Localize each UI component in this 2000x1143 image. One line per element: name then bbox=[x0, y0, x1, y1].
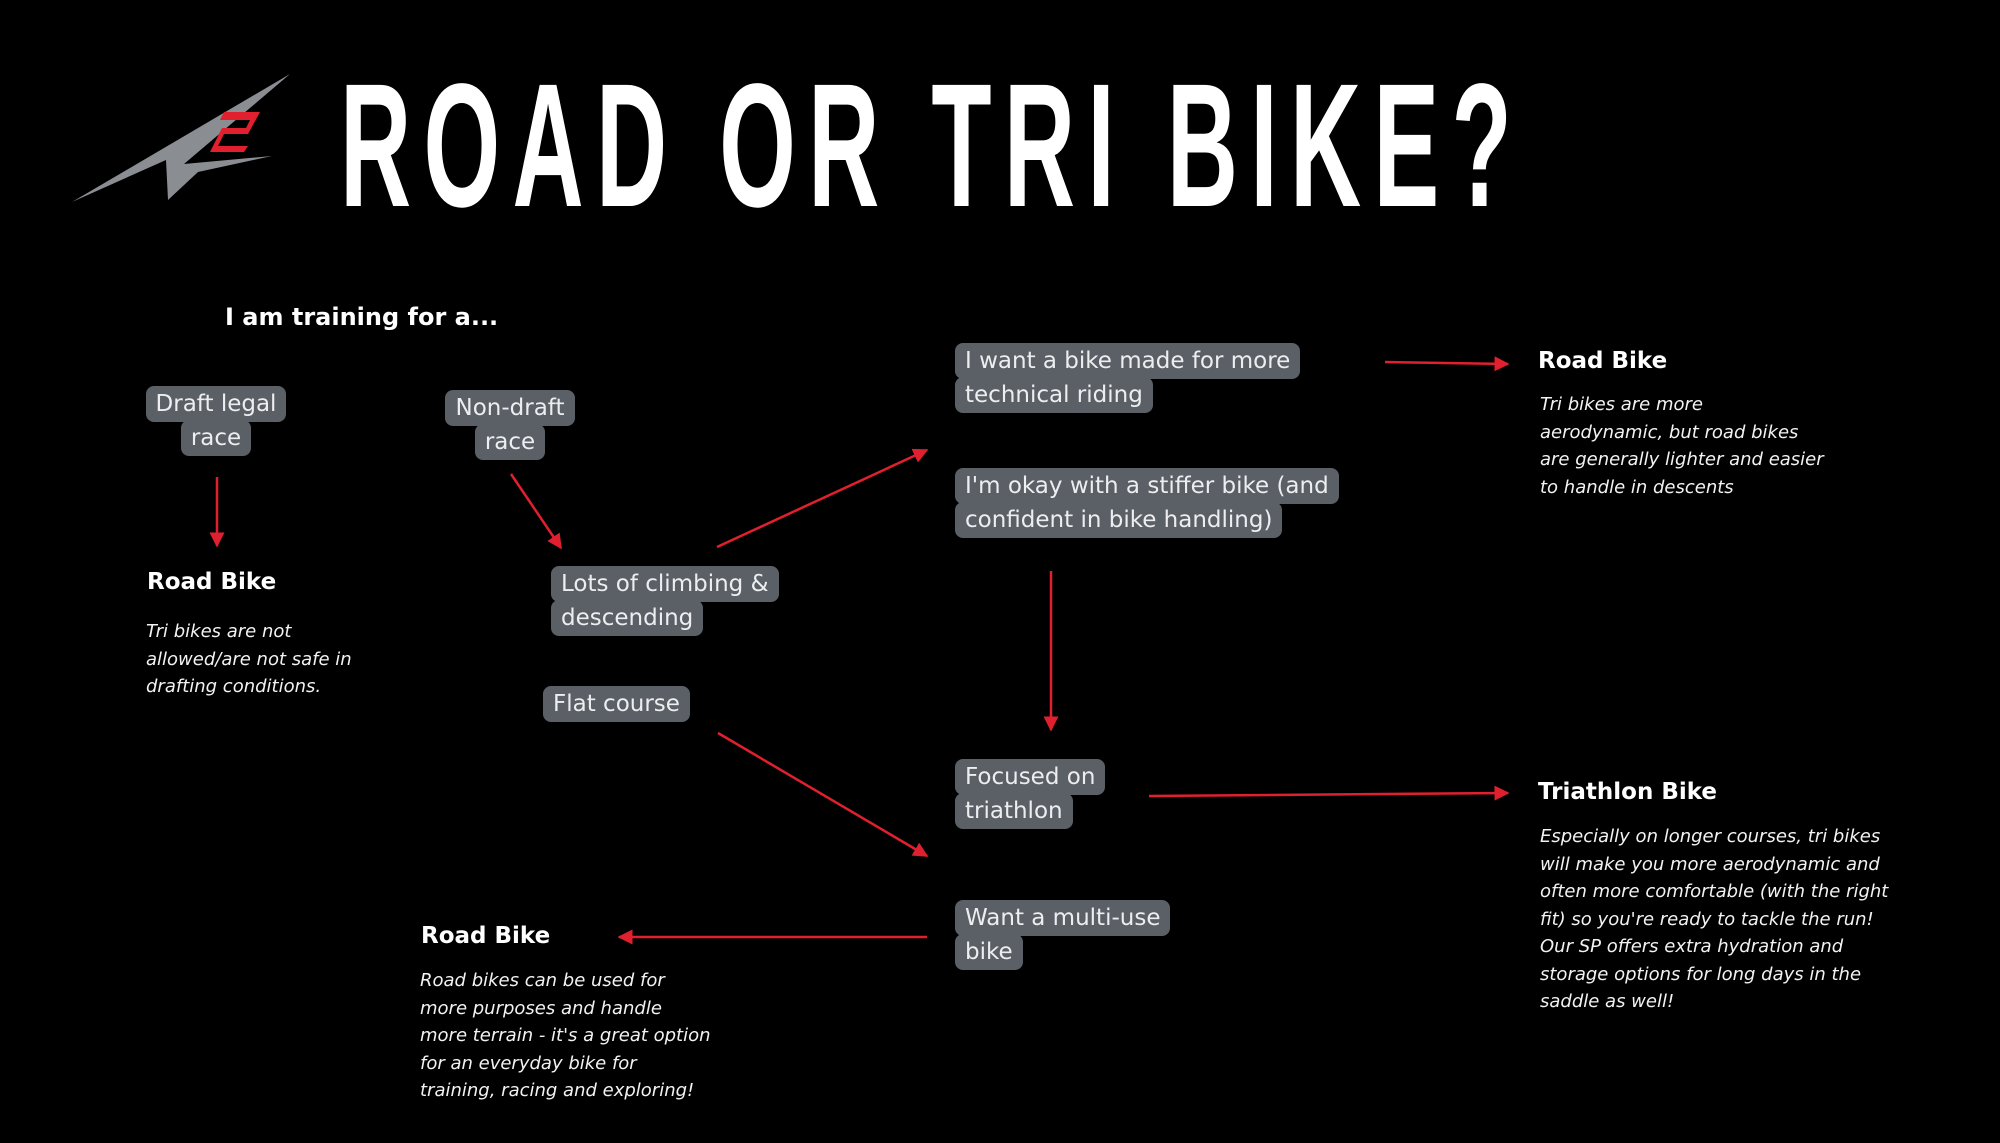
description-line: saddle as well! bbox=[1540, 991, 1675, 1012]
description-line: are generally lighter and easier bbox=[1540, 449, 1824, 470]
node-line: race bbox=[474, 424, 546, 460]
node-non-draft-race: Non-draft race bbox=[441, 390, 579, 460]
arrow-technical-to-road bbox=[1384, 356, 1510, 372]
outcome-road-bike-bottom-description: Road bikes can be used for more purposes… bbox=[420, 967, 711, 1105]
outcome-road-bike-left-description: Tri bikes are not allowed/are not safe i… bbox=[146, 618, 352, 701]
description-line: training, racing and exploring! bbox=[420, 1080, 695, 1101]
node-line: technical riding bbox=[955, 377, 1153, 413]
prompt-text: I am training for a... bbox=[225, 303, 499, 331]
outcome-road-bike-right-title: Road Bike bbox=[1538, 348, 1668, 374]
description-line: for an everyday bike for bbox=[420, 1052, 637, 1074]
outcome-triathlon-bike-title: Triathlon Bike bbox=[1538, 779, 1718, 805]
arrow-flat-to-multiuse bbox=[717, 731, 929, 858]
description-line: more terrain - it's a great option bbox=[420, 1025, 711, 1046]
node-line: triathlon bbox=[955, 793, 1073, 829]
description-line: Tri bikes are more bbox=[1540, 394, 1703, 415]
description-line: aerodynamic, but road bikes bbox=[1540, 421, 1799, 443]
description-line: will make you more aerodynamic and bbox=[1540, 853, 1880, 875]
arrow-nondraft-to-climbing bbox=[509, 473, 563, 550]
description-line: to handle in descents bbox=[1540, 476, 1734, 498]
description-line: storage options for long days in the bbox=[1540, 963, 1862, 985]
description-line: allowed/are not safe in bbox=[146, 648, 352, 670]
node-multi-use-bike: Want a multi-use bike bbox=[955, 900, 1171, 970]
node-flat-course: Flat course bbox=[543, 686, 690, 722]
node-line: descending bbox=[551, 600, 704, 636]
node-stiffer-bike: I'm okay with a stiffer bike (and confid… bbox=[955, 468, 1339, 538]
node-line: bike bbox=[955, 934, 1023, 970]
outcome-triathlon-bike-description: Especially on longer courses, tri bikes … bbox=[1540, 823, 1888, 1016]
node-line: Draft legal bbox=[145, 386, 287, 422]
node-draft-legal-race: Draft legal race bbox=[143, 386, 289, 456]
description-line: Especially on longer courses, tri bikes bbox=[1540, 826, 1881, 847]
arrow-focused-to-triathlon bbox=[1148, 785, 1510, 801]
description-line: more purposes and handle bbox=[420, 997, 662, 1019]
description-line: Tri bikes are not bbox=[146, 621, 292, 642]
outcome-road-bike-right-description: Tri bikes are more aerodynamic, but road… bbox=[1540, 391, 1824, 501]
node-focused-on-triathlon: Focused on triathlon bbox=[955, 759, 1106, 829]
description-line: drafting conditions. bbox=[146, 676, 322, 697]
outcome-road-bike-bottom-title: Road Bike bbox=[421, 923, 551, 949]
description-line: Our SP offers extra hydration and bbox=[1540, 936, 1844, 957]
node-line: confident in bike handling) bbox=[955, 502, 1283, 538]
node-line: Want a multi-use bbox=[955, 900, 1171, 936]
outcome-road-bike-left-title: Road Bike bbox=[147, 569, 277, 595]
node-line: Lots of climbing & bbox=[551, 566, 779, 602]
node-line: I'm okay with a stiffer bike (and bbox=[955, 468, 1339, 504]
node-line: Focused on bbox=[955, 759, 1106, 795]
node-line: race bbox=[180, 420, 252, 456]
description-line: fit) so you're ready to tackle the run! bbox=[1540, 908, 1874, 930]
page-title: ROAD OR TRI BIKE? bbox=[340, 48, 1525, 244]
node-line: I want a bike made for more bbox=[955, 343, 1301, 379]
node-line: Non-draft bbox=[445, 390, 575, 426]
node-technical-riding: I want a bike made for more technical ri… bbox=[955, 343, 1301, 413]
description-line: often more comfortable (with the right bbox=[1540, 881, 1889, 902]
a2-logo bbox=[72, 74, 290, 202]
node-line: Flat course bbox=[543, 686, 690, 722]
description-line: Road bikes can be used for bbox=[420, 970, 665, 991]
node-lots-of-climbing: Lots of climbing & descending bbox=[551, 566, 779, 636]
arrow-climbing-to-technical bbox=[716, 448, 929, 549]
